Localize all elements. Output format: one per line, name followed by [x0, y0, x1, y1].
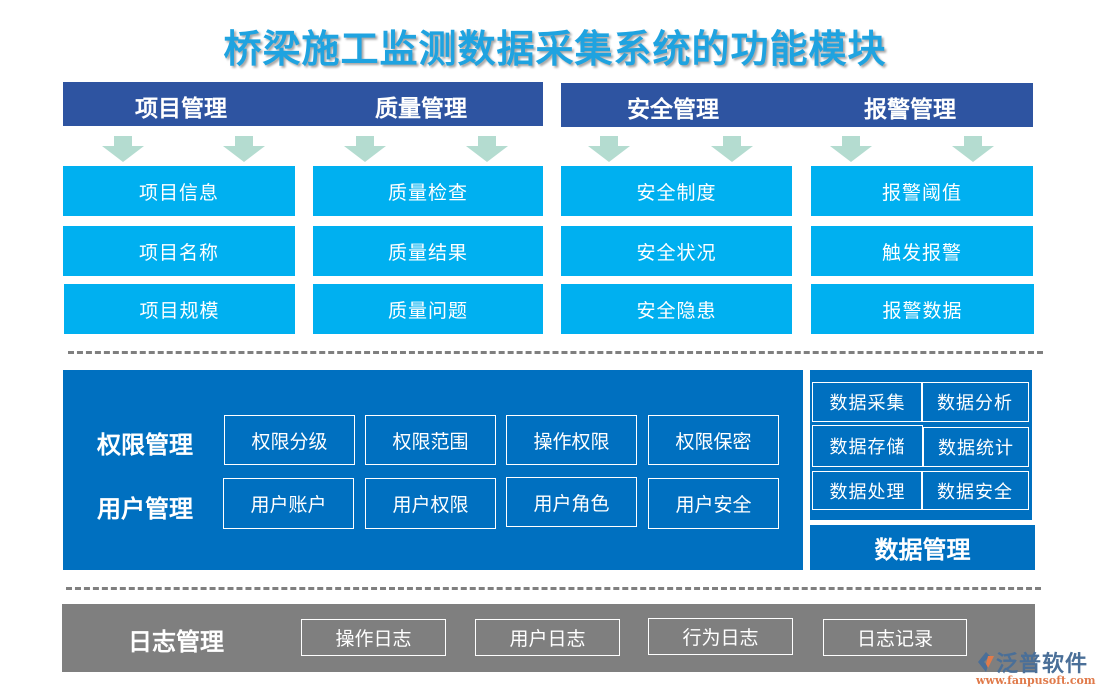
header-project-management: 项目管理 [135, 95, 227, 122]
log-item: 日志记录 [823, 619, 967, 656]
data-management-title: 数据管理 [810, 525, 1035, 570]
permission-item: 权限范围 [365, 415, 496, 465]
cell-safety-policy: 安全制度 [561, 166, 792, 216]
header-alarm-management: 报警管理 [864, 96, 956, 123]
arrow-down-icon [102, 136, 144, 162]
cell-quality-check: 质量检查 [313, 166, 543, 216]
data-item: 数据处理 [812, 471, 923, 510]
fanpu-logo: 泛普软件 www.fanpusoft.com [972, 646, 1096, 694]
data-management-panel: 数据采集 数据分析 数据存储 数据统计 数据处理 数据安全 [810, 370, 1032, 520]
cell-quality-result: 质量结果 [313, 226, 543, 276]
cell-project-info: 项目信息 [63, 166, 295, 216]
logo-url: www.fanpusoft.com [976, 674, 1096, 687]
data-item: 数据分析 [921, 382, 1029, 422]
user-item: 用户权限 [365, 478, 496, 529]
cell-trigger-alarm: 触发报警 [811, 226, 1033, 276]
cell-safety-status: 安全状况 [561, 226, 792, 276]
log-management-panel: 日志管理 操作日志 用户日志 行为日志 日志记录 [62, 604, 1035, 672]
user-management-label: 用户管理 [97, 494, 193, 523]
arrow-down-icon [344, 136, 386, 162]
cell-safety-hazard: 安全隐患 [561, 284, 792, 334]
arrow-down-icon [588, 136, 630, 162]
header-safety-management: 安全管理 [627, 96, 719, 123]
user-item: 用户安全 [648, 478, 779, 529]
permission-item: 操作权限 [506, 415, 637, 465]
header-quality-management: 质量管理 [375, 95, 467, 122]
data-item: 数据采集 [812, 382, 923, 422]
logo-name: 泛普软件 [996, 652, 1089, 677]
cell-project-scale: 项目规模 [64, 284, 295, 334]
log-management-label: 日志管理 [128, 627, 224, 656]
cell-alarm-data: 报警数据 [811, 284, 1034, 334]
header-bar-right: 安全管理 报警管理 [561, 83, 1033, 127]
log-item: 用户日志 [475, 619, 620, 656]
header-bar-left: 项目管理 质量管理 [63, 82, 543, 126]
log-item: 行为日志 [648, 618, 793, 655]
permission-item: 权限分级 [224, 415, 355, 465]
permission-item: 权限保密 [648, 415, 779, 465]
data-item: 数据统计 [923, 427, 1029, 467]
arrow-down-icon [830, 136, 872, 162]
data-item: 数据安全 [921, 471, 1029, 510]
user-item: 用户角色 [506, 477, 637, 527]
permission-user-panel: 权限管理 权限分级 权限范围 操作权限 权限保密 用户管理 用户账户 用户权限 … [63, 370, 803, 570]
cell-quality-issue: 质量问题 [313, 284, 543, 334]
diagram-title: 桥梁施工监测数据采集系统的功能模块 [223, 26, 887, 71]
arrow-down-icon [952, 136, 994, 162]
arrow-down-icon [223, 136, 265, 162]
log-item: 操作日志 [301, 619, 446, 656]
divider-dashed [68, 351, 1043, 354]
data-item: 数据存储 [812, 425, 923, 467]
user-item: 用户账户 [223, 478, 354, 529]
cell-alarm-threshold: 报警阈值 [811, 166, 1033, 216]
permission-management-label: 权限管理 [97, 430, 193, 459]
arrow-down-icon [711, 136, 753, 162]
logo-mark-icon [978, 652, 994, 672]
divider-dashed [66, 587, 1041, 590]
arrow-down-icon [466, 136, 508, 162]
cell-project-name: 项目名称 [63, 226, 295, 276]
